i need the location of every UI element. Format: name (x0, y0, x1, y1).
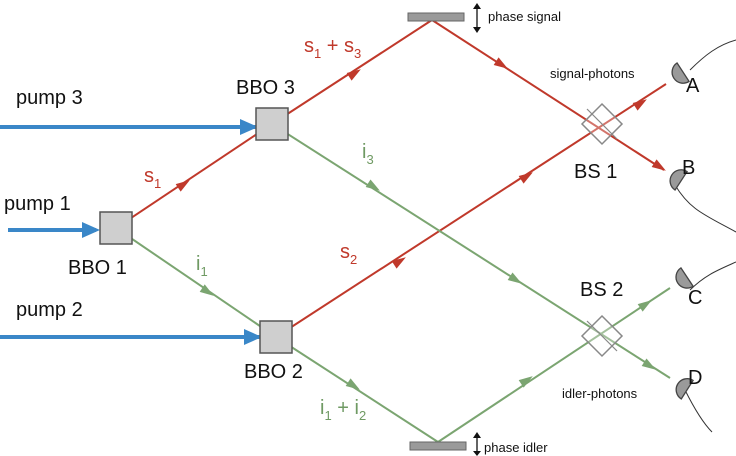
signal-arrow (175, 180, 190, 192)
detector-d-icon (675, 378, 694, 400)
bbo2-label: BBO 2 (244, 361, 303, 383)
pump2-arrowhead (244, 329, 262, 345)
signal-arrow (493, 57, 508, 69)
phase-idler-label: phase idler (484, 440, 548, 455)
phase-idler-mirror (409, 441, 467, 451)
idler-photons-label: idler-photons (562, 386, 638, 401)
pump1-label: pump 1 (4, 193, 71, 215)
idler-beam-i1 (115, 227, 277, 338)
beam-label-s1: s1 (144, 165, 161, 191)
phase-signal-mirror (407, 12, 465, 22)
signal-arrow (346, 69, 361, 81)
signal-beam-to-b (431, 19, 665, 171)
pump1-arrowhead (82, 222, 100, 238)
beam-label-i3: i3 (362, 141, 374, 167)
signal-beam-s2 (275, 83, 667, 338)
beam-label-s1-s3: s1 + s3 (304, 35, 361, 61)
idler-beam-i3 (271, 123, 671, 379)
signal-photons-label: signal-photons (550, 66, 635, 81)
detector-a-icon (671, 62, 690, 84)
phase-signal-label: phase signal (488, 9, 561, 24)
cable-b (674, 184, 736, 233)
bs2-label: BS 2 (580, 279, 623, 301)
bbo3-label: BBO 3 (236, 77, 295, 99)
idler-arrow (518, 376, 533, 388)
bs1-label: BS 1 (574, 161, 617, 183)
signal-beam-s1 (115, 123, 273, 229)
bs2-beam-splitter (580, 314, 624, 358)
phase-signal-adjust-icon (473, 3, 481, 33)
beam-label-s2: s2 (340, 241, 357, 267)
idler-arrow (345, 378, 360, 390)
bs1-beam-splitter (580, 102, 624, 146)
idler-arrow (507, 272, 522, 284)
detector-a-label: A (686, 75, 700, 97)
bbo1-crystal (99, 211, 133, 245)
detector-b-icon (669, 169, 688, 191)
detector-b-label: B (682, 157, 695, 179)
pump2-label: pump 2 (16, 299, 83, 321)
pump3-label: pump 3 (16, 87, 83, 109)
detector-c-icon (675, 266, 694, 289)
cable-d (684, 389, 713, 433)
bbo3-crystal (255, 107, 289, 141)
cable-a (689, 39, 736, 71)
idler-arrow (365, 179, 380, 191)
detector-d-label: D (688, 367, 702, 389)
idler-arrow (199, 284, 214, 296)
idler-beam-i1-i2 (275, 336, 439, 443)
idler-arrow (637, 300, 652, 312)
signal-arrow (632, 99, 647, 111)
beam-label-i1-i2: i1 + i2 (320, 397, 366, 423)
pump3-arrowhead (240, 119, 258, 135)
cable-c (689, 261, 736, 291)
bbo1-label: BBO 1 (68, 257, 127, 279)
idler-arrow (641, 358, 656, 370)
detector-c-label: C (688, 287, 702, 309)
idler-beam-to-c (437, 287, 671, 443)
beam-label-i1: i1 (196, 253, 208, 279)
signal-arrow (651, 159, 666, 171)
signal-arrow (391, 257, 406, 269)
phase-idler-adjust-icon (473, 432, 481, 456)
bbo2-crystal (259, 320, 293, 354)
signal-arrow (518, 172, 533, 184)
